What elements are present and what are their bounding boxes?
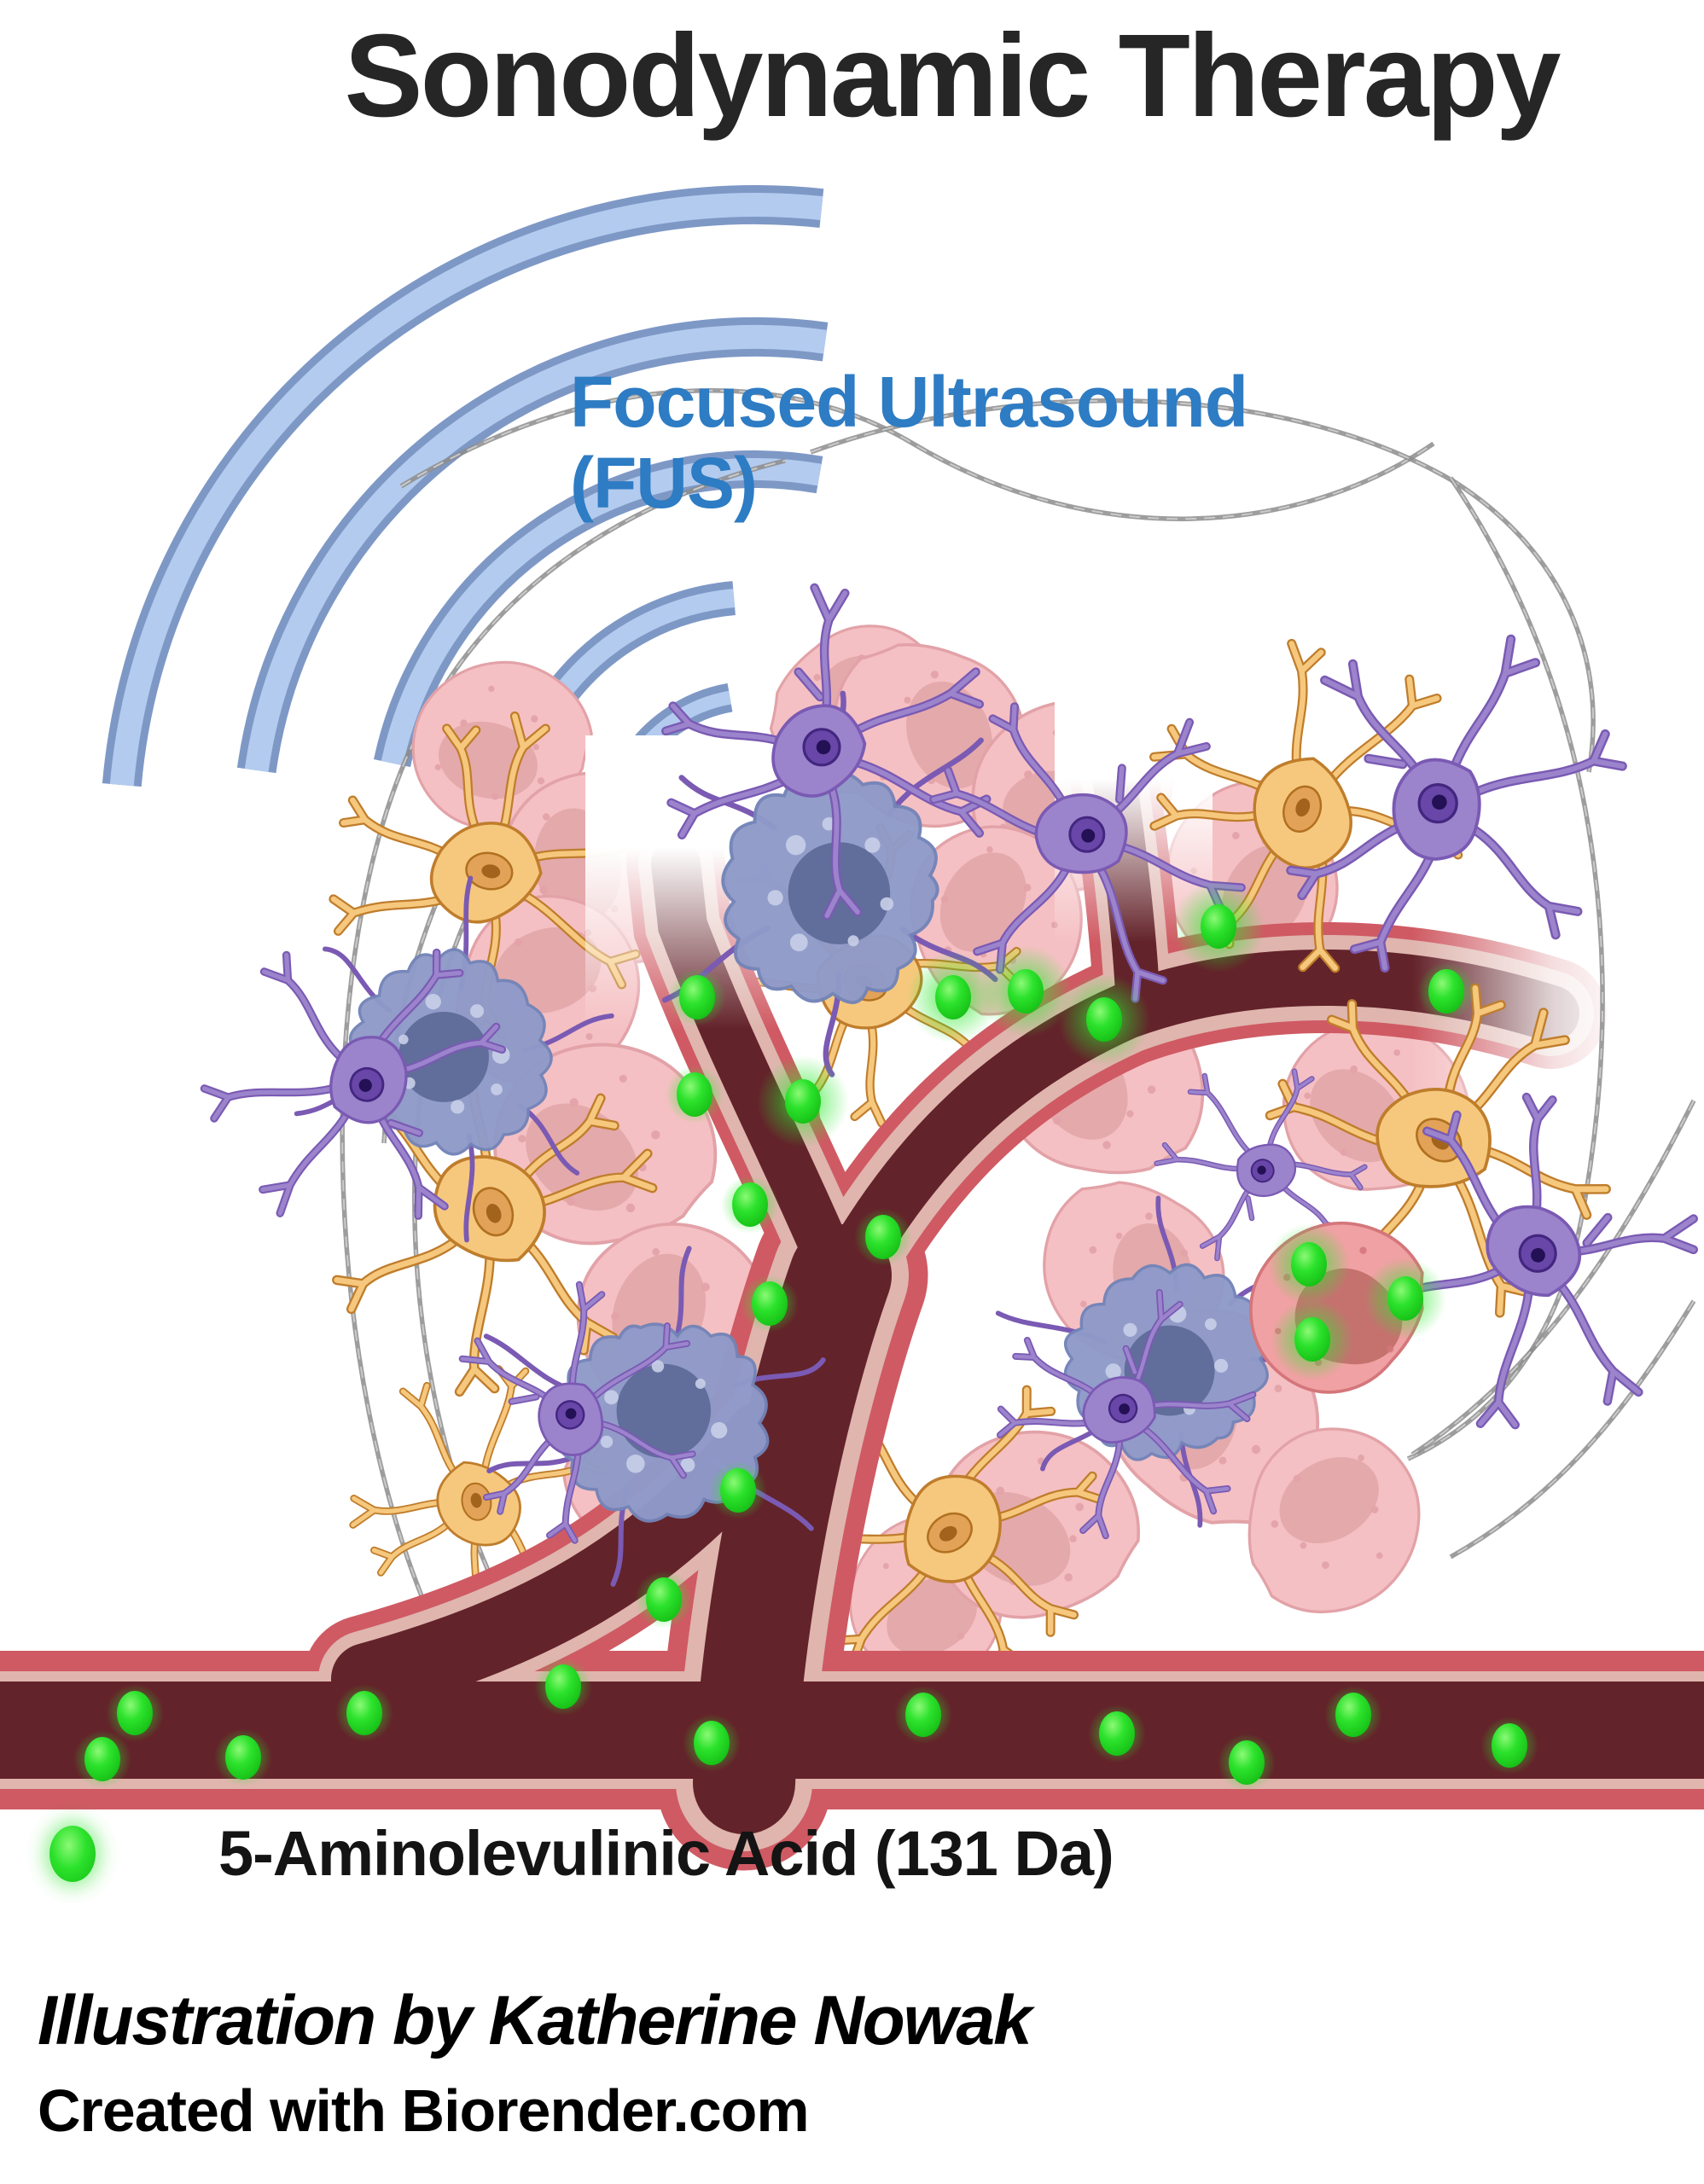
- axon-fiber-highlight: [1450, 1300, 1695, 1558]
- page-title: Sonodynamic Therapy: [344, 10, 1562, 142]
- ala-molecule-tissue: [1058, 973, 1150, 1066]
- ala-molecule-vessel: [894, 1686, 952, 1744]
- ala-molecule-tissue: [907, 951, 999, 1043]
- axon-fiber-highlight: [1407, 477, 1604, 1460]
- ala-molecule-vessel: [73, 1730, 131, 1788]
- ala-molecule-tumor_cell: [1364, 1258, 1446, 1339]
- legend: 5-Aminolevulinic Acid (131 Da): [49, 1817, 1114, 1890]
- ala-molecule-vessel: [214, 1728, 272, 1786]
- axon-fiber: [1449, 1299, 1696, 1560]
- ala-molecule-vessel: [666, 1066, 724, 1124]
- ala-molecule-vessel: [1088, 1705, 1146, 1763]
- ala-molecule-tissue: [757, 1055, 849, 1147]
- ultrasound-waves-icon: [102, 185, 829, 787]
- ala-molecule-vessel: [635, 1571, 693, 1629]
- axon-fiber-highlight: [810, 399, 1595, 773]
- ultrasound-wave-arc-fill: [381, 458, 822, 766]
- vessel-trunk: [693, 1224, 892, 1834]
- ala-molecule-vessel: [1417, 962, 1475, 1020]
- green-dot-icon: [49, 1825, 96, 1882]
- fus-label-line1: Focused Ultrasound: [570, 362, 1248, 442]
- ala-molecule-tumor_cell: [1271, 1298, 1353, 1380]
- tool-credit: Created with Biorender.com: [38, 2077, 810, 2144]
- ala-molecule-tumor_cell: [1268, 1223, 1350, 1305]
- fus-label-line2: (FUS): [570, 442, 758, 523]
- ala-molecule-vessel: [854, 1208, 912, 1266]
- axon-fiber-highlight: [400, 389, 1434, 520]
- ala-molecule-vessel: [1324, 1686, 1382, 1744]
- ala-molecule-vessel: [335, 1684, 393, 1742]
- legend-label: 5-Aminolevulinic Acid (131 Da): [218, 1818, 1114, 1889]
- focused-ultrasound-label: Focused Ultrasound (FUS): [570, 362, 1248, 524]
- ala-molecule-vessel: [534, 1658, 592, 1716]
- ala-molecule-vessel: [668, 968, 726, 1026]
- ala-molecule-tissue: [1172, 880, 1265, 973]
- ala-molecules: [73, 880, 1538, 1792]
- ala-molecule-vessel: [709, 1461, 767, 1519]
- ala-molecule-vessel: [683, 1714, 741, 1772]
- ala-molecule-tissue: [980, 945, 1072, 1037]
- ala-molecule-vessel: [1480, 1716, 1538, 1774]
- ala-molecule-vessel: [1218, 1734, 1276, 1792]
- illustrator-credit: Illustration by Katherine Nowak: [38, 1982, 1032, 2059]
- ala-molecule-vessel: [741, 1275, 799, 1333]
- ala-molecule-vessel: [721, 1176, 779, 1234]
- ala-molecule-vessel: [106, 1684, 164, 1742]
- ultrasound-wave-arc-fill: [244, 324, 828, 772]
- ultrasound-wave-arc-fill: [109, 193, 823, 787]
